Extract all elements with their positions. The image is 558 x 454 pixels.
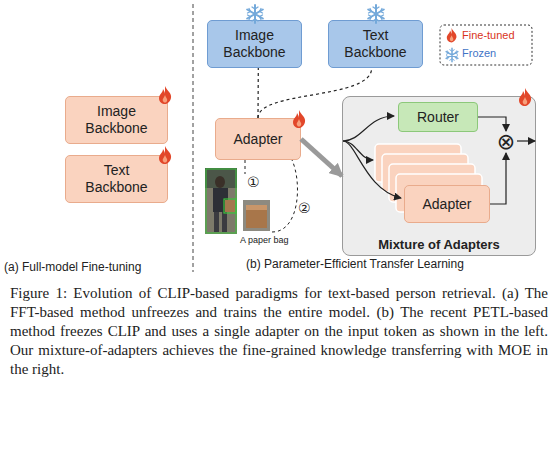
- router-box: Router: [398, 102, 478, 132]
- panel-title: Mixture of Adapters: [343, 237, 535, 252]
- figure-caption: Figure 1: Evolution of CLIP-based paradi…: [10, 284, 548, 379]
- node-label: Adapter: [422, 196, 471, 213]
- adapter-box: Adapter: [404, 185, 490, 223]
- frozen-backbone-box: Image Backbone: [207, 20, 302, 68]
- frozen-backbone-box: Text Backbone: [328, 20, 423, 68]
- backbone-box: Image Backbone: [65, 96, 168, 144]
- callout-number: ①: [247, 174, 260, 190]
- flame-icon: [447, 28, 457, 42]
- panel-label: (b) Parameter-Efficient Transfer Learnin…: [246, 257, 464, 271]
- transfer-arrow: [301, 139, 342, 176]
- node-label: Text Backbone: [76, 162, 157, 196]
- node-label: Router: [417, 109, 459, 125]
- legend-text: Frozen: [462, 47, 496, 59]
- legend-box: [440, 25, 532, 65]
- moe-panel: Mixture of Adapters RouterAdapter ⊗: [342, 96, 536, 256]
- person-photo: [205, 168, 237, 234]
- snowflake-icon: [446, 48, 458, 62]
- node-label: Image Backbone: [216, 27, 293, 61]
- panel-label: (a) Full-model Fine-tuning: [4, 260, 141, 274]
- dashed-link: [257, 68, 258, 118]
- node-label: Text Backbone: [337, 27, 414, 61]
- callout-number: ②: [298, 200, 311, 216]
- node-label: Adapter: [233, 131, 282, 148]
- text-query: A paper bag: [240, 235, 289, 245]
- adapter-box: Adapter: [215, 118, 301, 160]
- panel-divider: [193, 4, 194, 272]
- path-lines: [245, 160, 297, 232]
- combine-symbol: ⊗: [495, 131, 517, 153]
- legend-text: Fine-tuned: [462, 29, 515, 41]
- node-label: Image Backbone: [76, 103, 157, 137]
- bag-crop: [243, 200, 270, 231]
- node-label: ⊗: [497, 131, 515, 153]
- backbone-box: Text Backbone: [65, 155, 168, 203]
